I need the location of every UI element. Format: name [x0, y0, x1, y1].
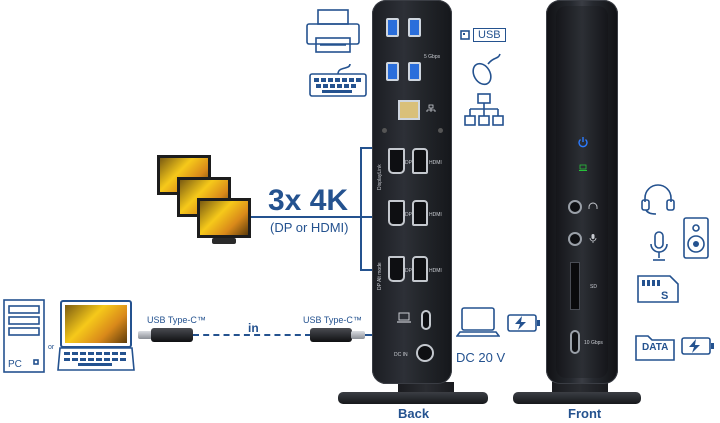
usb-10gbps-label: 10 Gbps — [584, 340, 603, 346]
displaylink-label: DisplayLink — [377, 164, 383, 190]
hdmi-port-3 — [412, 256, 428, 282]
usb-a-port-3 — [386, 62, 399, 81]
hdmi-label: HDMI — [429, 160, 442, 166]
pc-label: PC — [8, 359, 22, 370]
usb-a-port-2 — [408, 18, 421, 37]
ethernet-port — [398, 100, 420, 120]
monitor-stand — [212, 238, 236, 244]
laptop-dc-icon — [456, 307, 500, 337]
resolution-subtitle: (DP or HDMI) — [270, 220, 349, 235]
dp-alt-mode-label: DP Alt mode — [377, 262, 383, 290]
sd-card-icon: S — [637, 275, 679, 303]
hdmi-label: HDMI — [429, 212, 442, 218]
monitor-3 — [197, 198, 251, 238]
laptop-keyboard-icon — [57, 347, 135, 371]
resolution-title: 3x 4K — [268, 184, 349, 217]
front-dock: SD 10 Gbps — [546, 0, 618, 384]
network-icon — [464, 93, 504, 126]
dp-label: DP — [405, 212, 412, 218]
back-dock-base — [338, 392, 488, 404]
dp-port-3 — [388, 256, 405, 282]
microphone-jack — [568, 232, 582, 246]
screw — [382, 128, 387, 133]
monitor-cable — [251, 216, 385, 218]
screw — [438, 128, 443, 133]
usb-label: USB — [473, 28, 506, 42]
usb-c-left-plug — [151, 328, 193, 342]
front-usb-c-port[interactable] — [570, 330, 580, 354]
usb-c-right-tip — [351, 331, 365, 339]
usb-speed-label: 5 Gbps — [424, 54, 441, 60]
headphone-small-icon — [588, 202, 598, 209]
microphone-small-icon — [589, 234, 597, 243]
usb-c-right-plug — [310, 328, 352, 342]
back-label: Back — [398, 406, 430, 421]
dp-port-1 — [388, 148, 405, 174]
usb-c-port — [421, 310, 431, 330]
dc-in-port — [416, 344, 434, 362]
power-button[interactable] — [577, 136, 589, 148]
usb-a-port-1 — [386, 18, 399, 37]
headphone-jack — [568, 200, 582, 214]
usb-icon: USB — [460, 28, 506, 42]
printer-icon — [306, 9, 360, 53]
data-folder-icon — [635, 335, 675, 361]
ethernet-icon — [426, 104, 436, 112]
usb-c-cable-line — [193, 334, 311, 336]
hdmi-port-2 — [412, 200, 428, 226]
sd-card-slot — [570, 262, 580, 310]
usb-a-port-4 — [408, 62, 421, 81]
data-label: DATA — [642, 342, 669, 353]
sd-label: SD — [590, 284, 597, 290]
battery-charging-icon — [507, 314, 540, 332]
dc-in-label: DC IN — [394, 352, 408, 358]
monitor-bracket — [360, 147, 374, 271]
usb-c-left-tip — [138, 331, 152, 339]
hdmi-label: HDMI — [429, 268, 442, 274]
dp-label: DP — [405, 268, 412, 274]
in-label: in — [248, 321, 259, 335]
dp-label: DP — [405, 160, 412, 166]
hdmi-port-1 — [412, 148, 428, 174]
dp-port-2 — [388, 200, 405, 226]
speaker-icon — [683, 217, 709, 259]
laptop-small-icon — [397, 312, 411, 323]
dc-voltage-label: DC 20 V — [456, 350, 506, 365]
microphone-icon — [650, 231, 668, 261]
usb-type-c-left-label: USB Type-C™ — [147, 315, 206, 325]
back-dock: 5 Gbps DisplayLink DP Alt mode DP HDMI D… — [372, 0, 452, 384]
front-dock-base — [513, 392, 641, 404]
laptop-indicator-icon — [579, 164, 587, 171]
or-label: or — [48, 344, 55, 351]
mouse-icon — [472, 53, 501, 86]
keyboard-icon — [309, 63, 367, 97]
usb-type-c-right-label: USB Type-C™ — [303, 315, 362, 325]
svg-text:S: S — [661, 290, 668, 302]
laptop-screen — [60, 300, 132, 348]
front-face-panel — [556, 6, 608, 378]
pc-tower-icon — [3, 299, 45, 373]
headset-icon — [641, 184, 675, 215]
battery-charging-front-icon — [681, 337, 714, 355]
front-label: Front — [568, 406, 602, 421]
